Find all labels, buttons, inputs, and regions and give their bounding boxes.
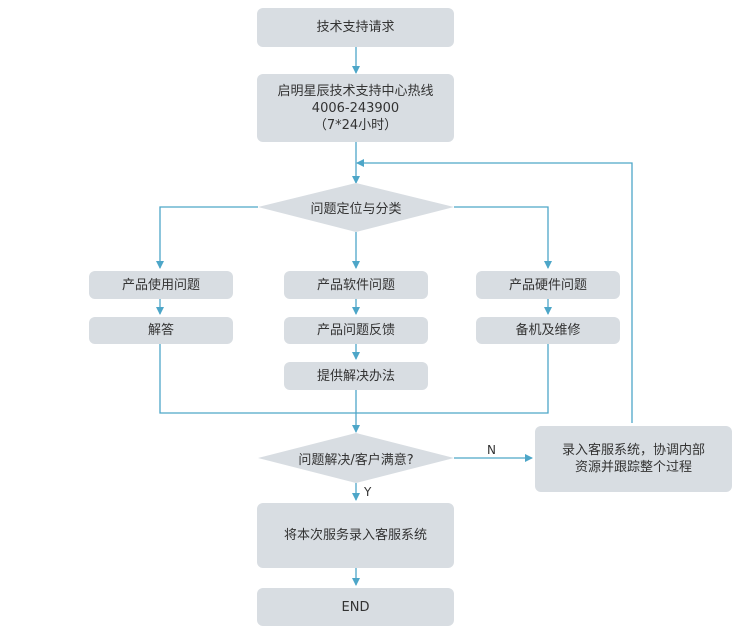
- node-track: 录入客服系统，协调内部 资源并跟踪整个过程: [535, 426, 732, 492]
- node-hardware-issue: 产品硬件问题: [476, 271, 620, 299]
- node-answer: 解答: [89, 317, 233, 344]
- node-request-label: 技术支持请求: [316, 20, 395, 35]
- node-end: END: [257, 588, 454, 626]
- node-software-issue: 产品软件问题: [284, 271, 428, 299]
- node-hotline-line3: （7*24小时）: [313, 117, 398, 133]
- node-replace-repair-label: 备机及维修: [515, 323, 581, 338]
- node-classify-label: 问题定位与分类: [310, 202, 402, 217]
- node-feedback-label: 产品问题反馈: [316, 323, 395, 338]
- node-hotline-line2: 4006-243900: [311, 100, 400, 116]
- edge-classify-hardware: [454, 206, 552, 269]
- node-track-line1: 录入客服系统，协调内部: [561, 443, 705, 458]
- node-usage-issue-label: 产品使用问题: [121, 277, 200, 293]
- node-feedback: 产品问题反馈: [284, 317, 428, 344]
- node-end-label: END: [341, 599, 370, 615]
- edge-label-yes: Y: [364, 485, 372, 499]
- node-solution: 提供解决办法: [284, 362, 428, 390]
- edge-track-loop: [356, 159, 633, 423]
- node-replace-repair: 备机及维修: [476, 317, 620, 344]
- node-record: 将本次服务录入客服系统: [257, 503, 454, 568]
- edge-classify-usage: [156, 206, 258, 269]
- classify-diamond: [258, 183, 454, 232]
- node-software-issue-label: 产品软件问题: [316, 277, 395, 293]
- node-record-label: 将本次服务录入客服系统: [283, 528, 427, 543]
- node-answer-label: 解答: [147, 323, 174, 338]
- node-solution-label: 提供解决办法: [316, 368, 395, 384]
- node-hotline: 启明星辰技术支持中心热线 4006-243900 （7*24小时）: [257, 74, 454, 142]
- node-request: 技术支持请求: [257, 8, 454, 47]
- node-usage-issue: 产品使用问题: [89, 271, 233, 299]
- node-hardware-issue-label: 产品硬件问题: [508, 277, 587, 293]
- edge-label-no: N: [487, 443, 496, 457]
- node-track-line2: 资源并跟踪整个过程: [574, 460, 692, 475]
- edge-answer-merge: [159, 344, 549, 414]
- node-resolved-check-label: 问题解决/客户满意?: [298, 452, 414, 468]
- node-hotline-line1: 启明星辰技术支持中心热线: [277, 83, 434, 99]
- check-diamond: [258, 433, 454, 483]
